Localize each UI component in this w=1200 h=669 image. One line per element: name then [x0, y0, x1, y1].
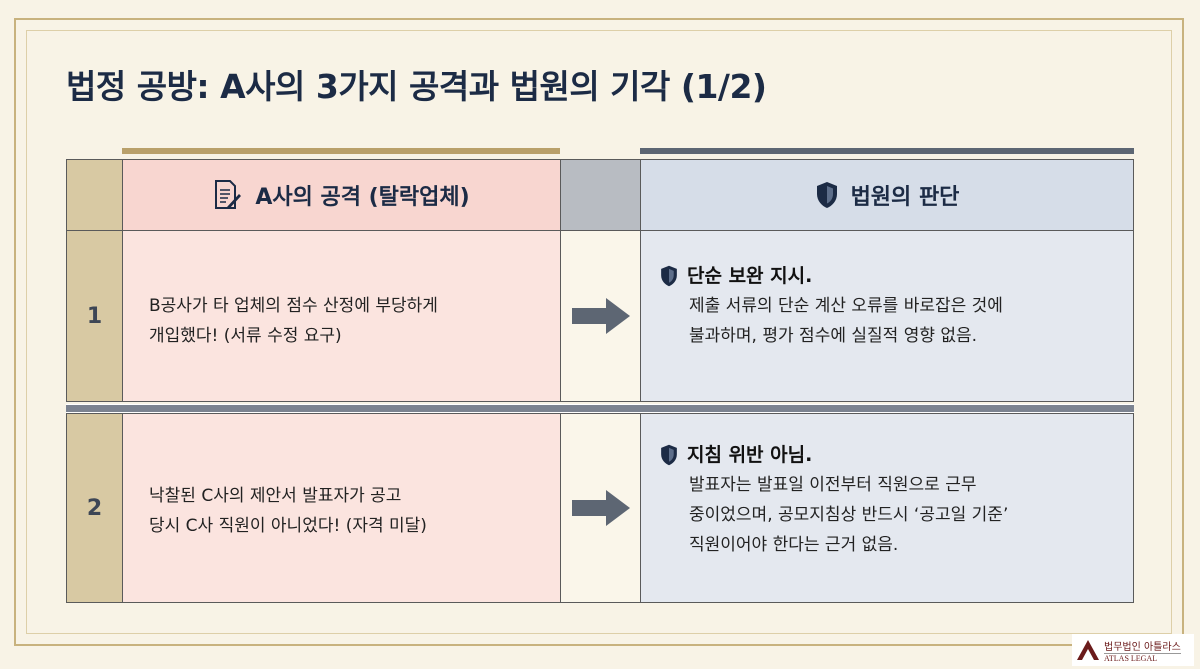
court-cell: 단순 보완 지시. 제출 서류의 단순 계산 오류를 바로잡은 것에 불과하며,… — [640, 230, 1134, 402]
decorative-frame — [14, 18, 1184, 646]
row-number: 1 — [66, 230, 123, 402]
arrow-right-icon — [571, 298, 630, 334]
header-number-cell — [66, 159, 123, 231]
attack-text-line: 개입했다! (서류 수정 요구) — [149, 326, 342, 346]
attack-text-line: 당시 C사 직원이 아니었다! (자격 미달) — [149, 516, 427, 536]
attack-cell: 낙찰된 C사의 제안서 발표자가 공고 당시 C사 직원이 아니었다! (자격 … — [122, 413, 561, 603]
decorative-frame-inner — [26, 30, 1172, 634]
court-text-line: 제출 서류의 단순 계산 오류를 바로잡은 것에 — [689, 296, 1003, 316]
header-arrow-cell — [560, 159, 641, 231]
arrow-cell — [560, 230, 641, 402]
court-text-line: 불과하며, 평가 점수에 실질적 영향 없음. — [689, 326, 978, 346]
court-title: 단순 보완 지시. — [687, 265, 813, 287]
header-court: 법원의 판단 — [640, 159, 1134, 231]
logo-korean: 법무법인 아틀라스 — [1104, 641, 1181, 653]
court-accent-bar — [640, 148, 1134, 154]
arrow-right-icon — [571, 490, 630, 526]
logo-mark-icon — [1077, 640, 1099, 660]
page-title: 법정 공방: A사의 3가지 공격과 법원의 기각 (1/2) — [66, 67, 767, 106]
attack-text-line: B공사가 타 업체의 점수 산정에 부당하게 — [149, 296, 438, 316]
shield-icon — [816, 182, 837, 208]
document-edit-icon — [215, 180, 242, 209]
logo-english: ATLAS LEGAL — [1104, 652, 1181, 663]
row-number: 2 — [66, 413, 123, 603]
court-text-line: 발표자는 발표일 이전부터 직원으로 근무 — [689, 475, 977, 495]
court-cell: 지침 위반 아님. 발표자는 발표일 이전부터 직원으로 근무 중이었으며, 공… — [640, 413, 1134, 603]
row-divider — [66, 404, 1134, 413]
header-court-label: 법원의 판단 — [850, 185, 960, 210]
header-attack: A사의 공격 (탈락업체) — [122, 159, 561, 231]
court-text-line: 직원이어야 한다는 근거 없음. — [689, 535, 899, 555]
attack-cell: B공사가 타 업체의 점수 산정에 부당하게 개입했다! (서류 수정 요구) — [122, 230, 561, 402]
attack-accent-bar — [122, 148, 560, 154]
court-title: 지침 위반 아님. — [687, 444, 813, 466]
atlas-legal-logo: 법무법인 아틀라스 ATLAS LEGAL — [1072, 634, 1194, 666]
header-attack-label: A사의 공격 (탈락업체) — [255, 185, 470, 210]
shield-icon — [661, 444, 677, 466]
attack-text-line: 낙찰된 C사의 제안서 발표자가 공고 — [149, 486, 402, 506]
arrow-cell — [560, 413, 641, 603]
shield-icon — [661, 265, 677, 287]
court-text-line: 중이었으며, 공모지침상 반드시 ‘공고일 기준’ — [689, 505, 1009, 525]
